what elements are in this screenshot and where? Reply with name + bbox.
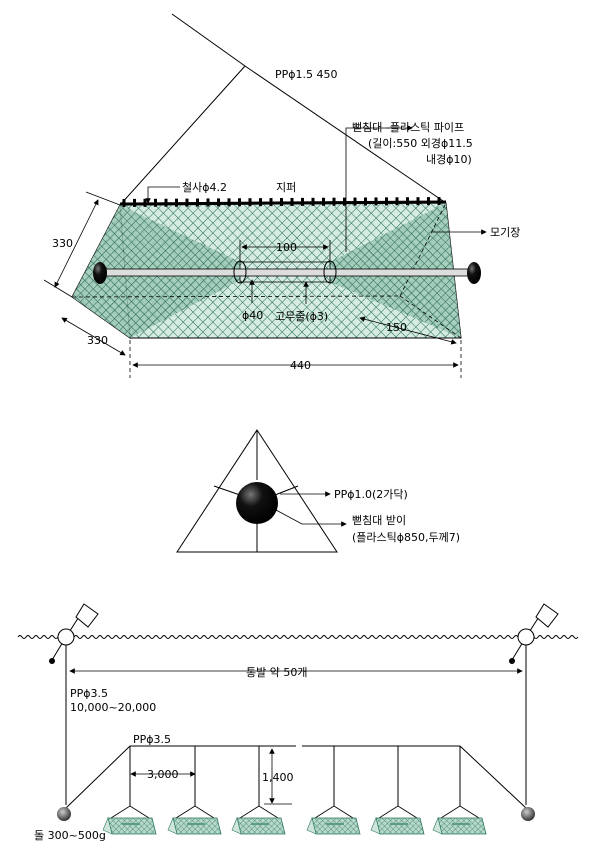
pipe-label-2: (길이:550 외경ɸ11.5	[368, 137, 473, 150]
zipper-tooth	[143, 198, 147, 207]
section-holder-label-1: 뻗침대 받이	[352, 514, 406, 527]
zipper-tooth	[353, 197, 357, 206]
zipper-tooth	[175, 198, 178, 207]
vertical-rope-label-2: 10,000~20,000	[70, 701, 156, 714]
zipper-tooth	[301, 197, 304, 206]
sinker-right	[521, 807, 535, 821]
zipper-tooth	[332, 197, 336, 206]
zipper-tooth	[154, 198, 157, 207]
section-rope-label: PPɸ1.0(2가닥)	[334, 488, 408, 501]
zipper-tooth	[238, 198, 241, 207]
trap-drawing: PPɸ1.5 450 뻗침대 -플라스틱 파이프 (길이:550 외경ɸ11.5…	[43, 13, 520, 378]
mini-trap	[370, 746, 425, 835]
pipe-label-3: 내경ɸ10)	[426, 153, 472, 166]
buoy-right	[509, 603, 559, 664]
rope-label: PPɸ1.5 450	[275, 68, 338, 81]
zipper-tooth	[322, 197, 325, 206]
zipper-tooth	[206, 198, 210, 207]
suspension-rope	[119, 13, 447, 206]
sinker-label: 돌 300~500g	[34, 829, 106, 842]
pipe-end-cap-left	[93, 262, 107, 284]
zipper-tooth	[227, 198, 231, 207]
zipper-tooth	[364, 197, 367, 206]
pipe-label-1: 뻗침대 -플라스틱 파이프	[352, 121, 464, 134]
mini-trap	[306, 746, 361, 835]
sinker-left	[57, 807, 71, 821]
main-rope-label: PPɸ3.5	[133, 733, 171, 746]
spreader-section-ball	[236, 482, 278, 524]
zipper-tooth	[385, 197, 388, 206]
spacing-label: 3,000	[147, 768, 179, 781]
rubber-label: 고무줄(ɸ3)	[275, 310, 328, 323]
pipe-end-cap-right	[467, 262, 481, 284]
section-holder-label-2: (플라스틱ɸ850,두께7)	[352, 531, 460, 544]
zipper-tooth	[269, 198, 273, 207]
dim-height: 330	[52, 237, 73, 250]
zipper-tooth	[374, 197, 378, 206]
zipper	[119, 197, 447, 207]
mini-trap	[102, 746, 157, 835]
zipper-tooth	[311, 197, 315, 206]
mini-trap	[432, 746, 487, 835]
dim-funnel: ɸ40	[242, 309, 263, 322]
net-label: 모기장	[490, 226, 520, 239]
zipper-tooth	[217, 198, 220, 207]
wire-label: 철사ɸ4.2	[182, 181, 227, 194]
zipper-tooth	[427, 197, 430, 206]
zipper-label: 지퍼	[276, 181, 296, 194]
buoy-left	[49, 603, 99, 664]
mini-trap	[231, 746, 286, 835]
mini-trap	[167, 746, 222, 835]
zipper-tooth	[343, 197, 346, 206]
zipper-tooth	[290, 197, 294, 206]
zipper-tooth	[259, 198, 262, 207]
vertical-rope-label-1: PPɸ3.5	[70, 687, 108, 700]
longline-setup: 통발 약 50개 PPɸ3.5 10,000~20,000 PPɸ3.5 3,0…	[17, 603, 579, 842]
zipper-tooth	[185, 198, 189, 207]
zipper-tooth	[395, 197, 399, 206]
dim-depth: 330	[87, 334, 108, 347]
flag-right-icon	[535, 603, 559, 628]
zipper-tooth	[416, 197, 420, 206]
zipper-tooth	[196, 198, 199, 207]
zipper-tooth	[406, 197, 409, 206]
dim-inner: 100	[276, 241, 297, 254]
flag-left-icon	[75, 603, 99, 628]
zipper-tooth	[437, 197, 441, 206]
zipper-tooth	[280, 198, 283, 207]
zipper-tooth	[122, 198, 126, 207]
dim-length: 440	[290, 359, 311, 372]
sea-surface	[17, 635, 579, 639]
mini-traps	[102, 746, 487, 835]
dim-entrance: 150	[386, 321, 407, 334]
span-label: 통발 약 50개	[246, 665, 307, 679]
zipper-tooth	[248, 198, 252, 207]
drop-length-label: 1,400	[262, 771, 294, 784]
cross-section: PPɸ1.0(2가닥) 뻗침대 받이 (플라스틱ɸ850,두께7)	[176, 429, 460, 553]
zipper-tooth	[164, 198, 168, 207]
zipper-tooth	[133, 198, 136, 207]
